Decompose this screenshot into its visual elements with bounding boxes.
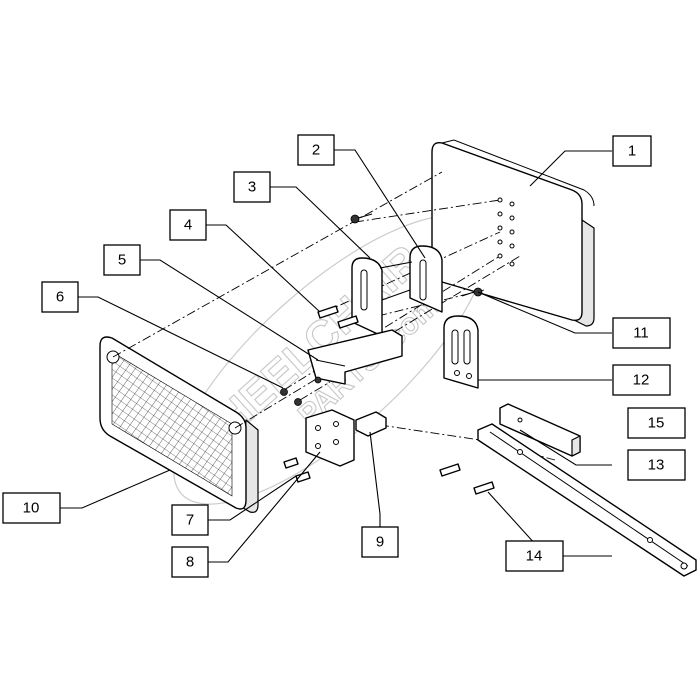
callout-11: 11 (612, 317, 671, 349)
callout-5-label: 5 (118, 252, 126, 269)
callout-3: 3 (233, 171, 271, 203)
part-13-rail (477, 423, 697, 577)
fasteners (280, 213, 495, 495)
callout-7: 7 (171, 504, 209, 536)
callout-10: 10 (2, 492, 61, 524)
callout-6: 6 (41, 281, 79, 313)
callout-9: 9 (361, 526, 399, 558)
callout-13-label: 13 (648, 457, 665, 474)
callout-5: 5 (103, 244, 141, 276)
part-1-back-pad (431, 139, 595, 327)
callout-3-label: 3 (248, 179, 256, 196)
part-8-mounting-plate (305, 409, 355, 467)
part-12-bracket-plate (443, 315, 479, 389)
callout-14-label: 14 (526, 548, 543, 565)
callout-4-label: 4 (184, 217, 192, 234)
callout-12: 12 (612, 364, 671, 396)
callout-15-label: 15 (648, 415, 665, 432)
part-10-front-pad (99, 336, 259, 513)
callout-11-label: 11 (633, 325, 649, 342)
callout-15: 15 (627, 407, 686, 439)
part-3-bracket-plate (351, 257, 383, 337)
callout-1: 1 (612, 135, 652, 167)
callout-14: 14 (505, 540, 564, 572)
callout-6-label: 6 (56, 289, 64, 306)
callout-1-label: 1 (628, 143, 636, 160)
part-2-bracket-plate (379, 245, 443, 313)
callout-10-label: 10 (23, 500, 40, 517)
part-9-insert (355, 411, 387, 437)
callout-13: 13 (627, 449, 686, 481)
callout-8: 8 (171, 546, 209, 578)
callout-12-label: 12 (633, 372, 650, 389)
callout-9-label: 9 (376, 534, 384, 551)
callout-2-label: 2 (312, 142, 320, 159)
callout-2: 2 (297, 134, 335, 166)
part-15-square-tube (499, 403, 581, 457)
callout-7-label: 7 (186, 512, 194, 529)
callout-4: 4 (169, 209, 207, 241)
callout-8-label: 8 (186, 554, 194, 571)
